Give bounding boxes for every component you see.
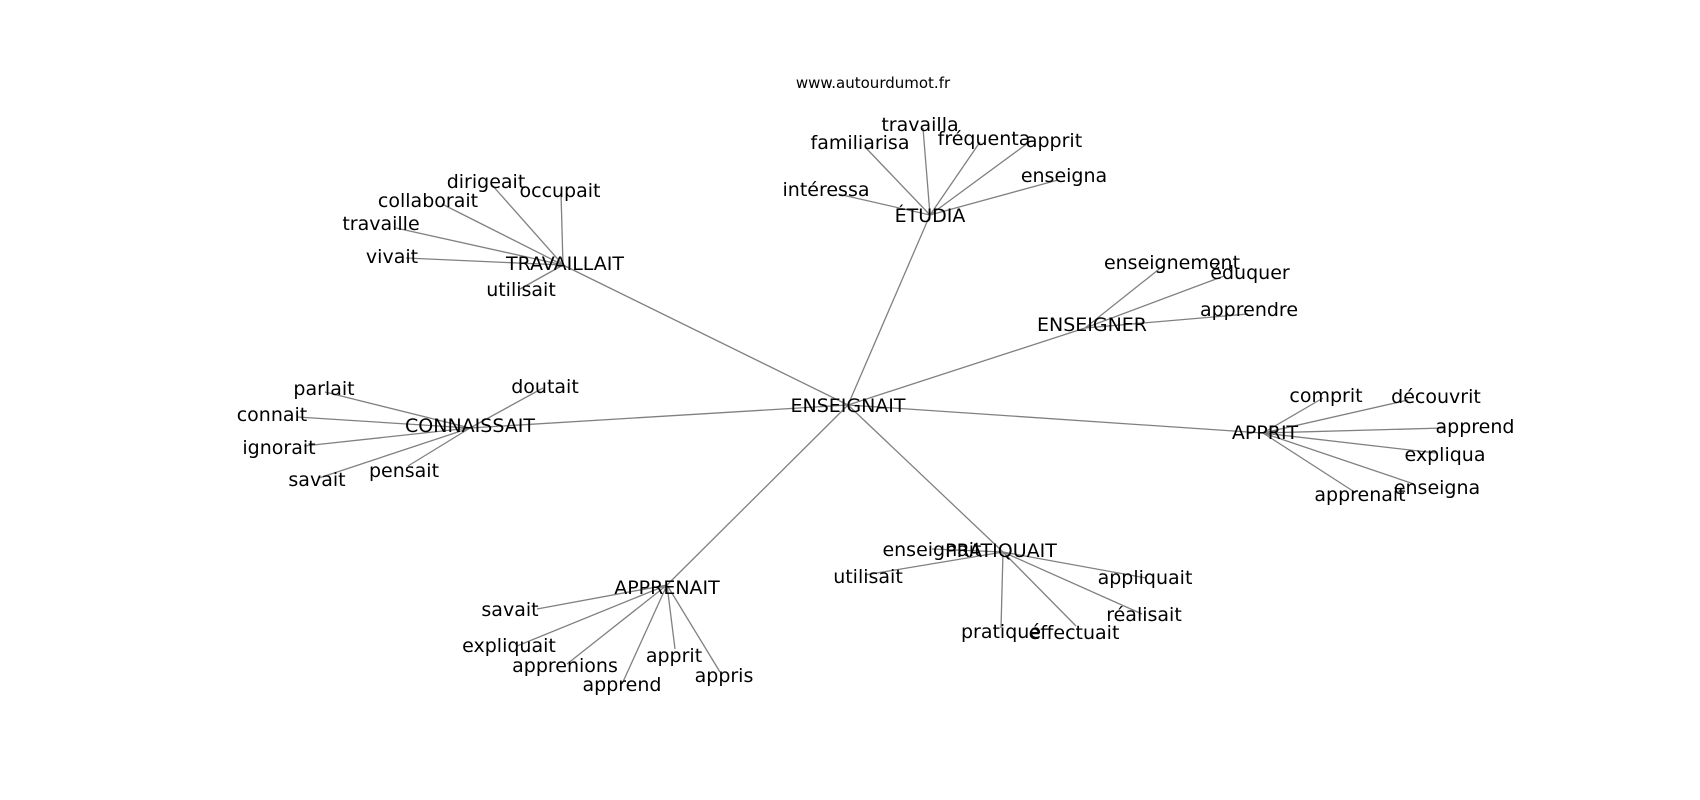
edge-pratiquait-utilisait [864,551,1004,576]
leaf-node-apprit-apprenait[interactable]: apprenait [1314,484,1405,506]
edge-center-apprit [847,404,1264,434]
edge-apprenait-expliquait [516,584,668,647]
leaf-node-apprenait-apprend[interactable]: apprend [583,674,662,696]
edge-apprenait-savait [536,584,668,610]
leaf-node-etudia-familiarisa[interactable]: familiarisa [811,132,910,154]
leaf-node-apprenait-apprenions[interactable]: apprenions [512,655,618,677]
leaf-node-apprenait-savait[interactable]: savait [481,599,538,621]
leaf-node-travaillait-dirigeait[interactable]: dirigeait [447,171,526,193]
edge-connaissait-ignorait [303,427,471,447]
leaf-node-travaillait-travaille[interactable]: travaille [342,213,419,235]
edge-apprit-apprenait [1262,432,1357,494]
leaf-node-connaissait-ignorait[interactable]: ignorait [242,437,315,459]
hub-node-etudia[interactable]: ÉTUDIA [895,204,966,227]
leaf-node-connaissait-pensait[interactable]: pensait [369,460,439,482]
labels-layer: www.autourdumot.fr ENSEIGNAIT ÉTUDIA trava… [237,74,1515,696]
leaf-node-enseigner-apprendre[interactable]: apprendre [1200,299,1298,321]
leaf-node-connaissait-savait[interactable]: savait [288,469,345,491]
edge-pratiquait-pratique [1000,551,1004,629]
edge-apprenait-apprit [666,584,676,650]
leaf-node-travaillait-utilisait[interactable]: utilisait [486,279,556,301]
leaf-node-etudia-apprit[interactable]: apprit [1026,130,1082,152]
hub-node-apprenait[interactable]: APPRENAIT [614,577,720,599]
edge-etudia-frequenta [929,141,981,216]
leaf-node-etudia-enseigna[interactable]: enseigna [1021,165,1107,187]
leaf-node-pratiquait-utilisait[interactable]: utilisait [833,566,903,588]
leaf-node-travaillait-occupait[interactable]: occupait [520,180,601,202]
edge-enseigner-eduquer [1084,275,1225,329]
leaf-node-travaillait-collaborait[interactable]: collaborait [378,190,478,212]
leaf-node-enseigner-eduquer[interactable]: éduquer [1210,262,1290,284]
edge-pratiquait-realisait [1002,551,1143,615]
edge-pratiquait-enseignait [931,548,1004,553]
leaf-node-pratiquait-realisait[interactable]: réalisait [1106,604,1182,626]
edge-travaillait-travaille [395,227,564,266]
edge-etudia-apprit [929,142,1029,216]
edge-center-pratiquait [847,404,1004,553]
edge-apprit-decouvrit [1262,399,1409,434]
edge-apprenait-apprenions [566,584,668,665]
edge-travaillait-occupait [560,192,564,266]
leaf-node-apprenait-apprit[interactable]: apprit [646,645,702,667]
leaf-node-pratiquait-pratique[interactable]: pratiqué [961,621,1041,643]
edge-center-etudia [847,214,931,406]
leaf-node-pratiquait-effectuait[interactable]: effectuait [1029,622,1120,644]
leaf-node-apprit-comprit[interactable]: comprit [1289,385,1362,407]
edge-apprit-enseigna [1262,432,1415,485]
edge-etudia-travailla [922,127,931,216]
leaf-node-pratiquait-enseignait[interactable]: enseignait [882,539,981,561]
leaf-node-connaissait-doutait[interactable]: doutait [511,376,579,398]
edge-enseigner-apprendre [1084,313,1249,329]
leaf-node-etudia-frequenta[interactable]: fréquenta [938,128,1031,150]
edge-center-enseigner [847,327,1086,406]
leaf-node-apprit-apprend[interactable]: apprend [1436,416,1515,438]
edges-layer [296,127,1445,685]
edge-apprit-expliqua [1262,432,1437,454]
edge-center-apprenait [666,404,849,586]
leaf-node-etudia-interessa[interactable]: intéressa [783,179,870,201]
edge-pratiquait-appliquait [1002,551,1147,579]
leaf-node-apprit-enseigna[interactable]: enseigna [1394,477,1480,499]
edge-travaillait-collaborait [441,203,564,266]
edge-travaillait-dirigeait [491,184,564,266]
edge-connaissait-parlait [324,391,471,429]
edge-connaissait-doutait [469,387,544,429]
hub-node-travaillait[interactable]: TRAVAILLAIT [505,253,624,275]
edge-etudia-interessa [837,193,931,216]
edge-connaissait-connait [296,416,471,429]
hub-node-apprit[interactable]: APPRIT [1232,422,1299,444]
edge-pratiquait-effectuait [1002,551,1077,627]
edge-connaissait-savait [318,427,471,479]
edge-etudia-familiarisa [865,147,931,216]
edge-etudia-enseigna [929,179,1059,216]
leaf-node-travaillait-vivait[interactable]: vivait [366,246,418,268]
leaf-node-apprenait-appris[interactable]: appris [695,665,754,687]
edge-enseigner-enseignement [1084,265,1164,329]
leaf-node-enseigner-enseignement[interactable]: enseignement [1104,252,1240,274]
leaf-node-connaissait-parlait[interactable]: parlait [293,378,354,400]
leaf-node-etudia-travailla[interactable]: travailla [881,114,958,136]
edge-connaissait-pensait [407,427,471,467]
leaf-node-connaissait-connait[interactable]: connait [237,404,308,426]
edge-center-connaissait [469,404,849,429]
edge-apprenait-apprend [621,584,668,685]
hub-node-enseigner[interactable]: ENSEIGNER [1037,314,1147,336]
site-url-label: www.autourdumot.fr [796,74,951,92]
edge-apprit-apprend [1262,427,1445,434]
edge-center-travaillait [562,264,849,406]
center-node-enseignait[interactable]: ENSEIGNAIT [790,395,905,417]
edge-apprit-comprit [1262,397,1324,434]
leaf-node-apprit-expliqua[interactable]: expliqua [1405,444,1486,466]
leaf-node-pratiquait-appliquait[interactable]: appliquait [1098,567,1193,589]
edge-travaillait-vivait [405,257,564,266]
leaf-node-apprit-decouvrit[interactable]: découvrit [1391,386,1481,408]
edge-apprenait-appris [666,584,721,673]
edge-travaillait-utilisait [519,264,564,290]
hub-node-pratiquait[interactable]: PRATIQUAIT [945,540,1057,562]
leaf-node-apprenait-expliquait[interactable]: expliquait [462,635,556,657]
hub-node-connaissait[interactable]: CONNAISSAIT [405,415,535,437]
